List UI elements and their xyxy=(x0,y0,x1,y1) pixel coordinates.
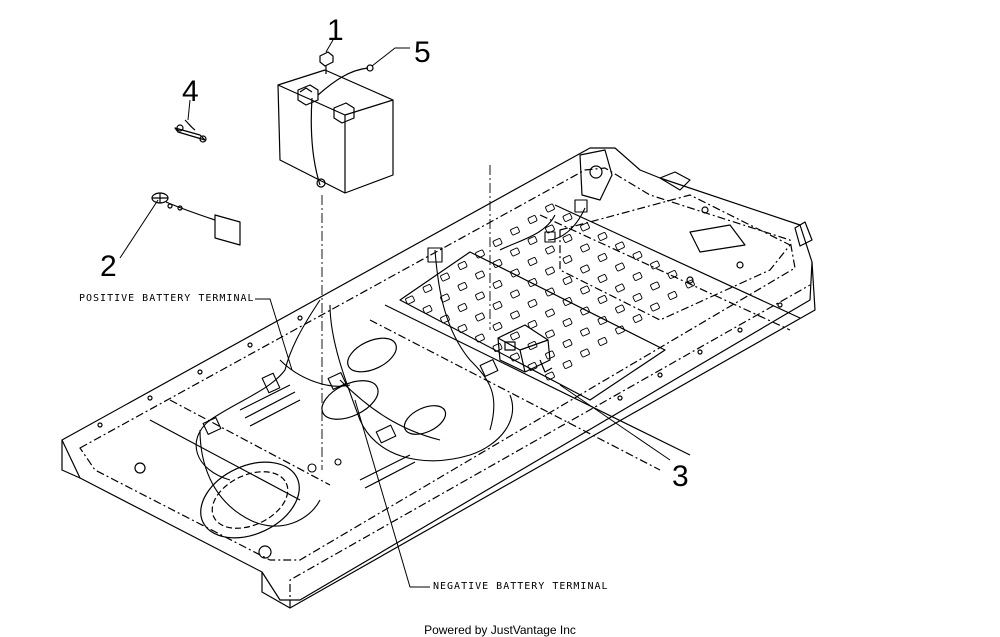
floor-perforation xyxy=(632,293,643,302)
floor-perforation xyxy=(510,226,520,236)
floor-perforation xyxy=(440,293,450,303)
floor-perforation xyxy=(545,266,555,276)
floor-perforation xyxy=(580,327,590,337)
relay-module xyxy=(497,324,553,373)
floor-perforation xyxy=(457,303,468,312)
floor-perforation xyxy=(475,249,485,259)
floor-perforation xyxy=(580,306,590,316)
floor-perforation xyxy=(650,260,660,270)
callout-3: 3 xyxy=(672,460,689,493)
floor-perforation xyxy=(632,314,643,323)
floor-perforation xyxy=(615,262,625,272)
floor-perforation xyxy=(475,270,485,280)
floor-perforation xyxy=(562,234,573,243)
callout-5: 5 xyxy=(414,36,431,69)
floor-perforation xyxy=(422,305,433,314)
floor-perforation xyxy=(562,360,573,369)
floor-perforation xyxy=(457,282,468,291)
floor-perforation xyxy=(615,325,625,335)
floor-perforation xyxy=(440,314,450,324)
floor-perforation xyxy=(457,324,468,333)
chassis-frame xyxy=(61,147,816,609)
wiring-harness xyxy=(195,199,588,527)
ignition-switch xyxy=(151,192,241,246)
floor-perforation xyxy=(562,255,573,264)
negative-terminal-label: NEGATIVE BATTERY TERMINAL xyxy=(433,581,609,592)
floor-perforation xyxy=(510,352,520,362)
floor-perforation xyxy=(562,318,573,327)
floor-perforation xyxy=(475,291,485,301)
floor-perforation xyxy=(492,301,503,310)
battery xyxy=(277,64,394,194)
floor-perforation xyxy=(650,302,660,312)
floor-perforation xyxy=(527,278,538,287)
floor-perforation xyxy=(562,297,573,306)
floor-perforation xyxy=(440,272,450,282)
positive-terminal-label: POSITIVE BATTERY TERMINAL xyxy=(79,293,255,304)
floor-perforation xyxy=(527,236,538,245)
floor-perforation xyxy=(580,348,590,358)
floor-perforation xyxy=(667,270,678,279)
floor-perforation xyxy=(580,222,590,232)
leader-lines xyxy=(119,39,671,588)
floor-perforation xyxy=(492,343,503,352)
floor-perforation xyxy=(667,291,678,300)
floor-perforation xyxy=(597,316,608,325)
floor-perforation xyxy=(545,308,555,318)
floor-perforation xyxy=(475,333,485,343)
floor-perforation xyxy=(562,276,573,285)
floor-perforation xyxy=(597,253,608,262)
floor-perforation xyxy=(597,337,608,346)
callout-1: 1 xyxy=(327,14,344,47)
floor-perforation xyxy=(597,232,608,241)
floor-perforation xyxy=(545,371,555,381)
floor-perforation xyxy=(492,259,503,268)
callout-4: 4 xyxy=(182,75,199,108)
floor-perforation xyxy=(492,238,503,247)
floor-perforation xyxy=(527,257,538,266)
floor-perforation xyxy=(510,310,520,320)
floor-perforation xyxy=(545,203,555,213)
floor-perforation xyxy=(562,213,573,222)
floor-perforation xyxy=(527,320,538,329)
floor-perforation xyxy=(510,247,520,257)
footer-text: Powered by JustVantage Inc xyxy=(424,623,576,637)
floor-perforation xyxy=(632,272,643,281)
floor-perforation xyxy=(510,289,520,299)
callout-2: 2 xyxy=(100,250,117,283)
floor-perforation xyxy=(492,280,503,289)
floor-perforation xyxy=(615,241,625,251)
floor-perforation xyxy=(510,268,520,278)
perforated-floor-plate xyxy=(399,203,695,401)
floor-perforation xyxy=(492,322,503,331)
floor-perforation xyxy=(527,362,538,371)
floor-perforation xyxy=(510,331,520,341)
bolt xyxy=(319,51,334,74)
floor-perforation xyxy=(632,251,643,260)
floor-perforation xyxy=(562,339,573,348)
floor-perforation xyxy=(545,287,555,297)
floor-perforation xyxy=(580,285,590,295)
floor-perforation xyxy=(457,261,468,270)
floor-perforation xyxy=(580,243,590,253)
floor-perforation xyxy=(597,295,608,304)
floor-perforation xyxy=(615,304,625,314)
floor-perforation xyxy=(475,312,485,322)
floor-perforation xyxy=(580,264,590,274)
floor-perforation xyxy=(527,299,538,308)
floor-perforation xyxy=(527,215,538,224)
floor-perforation xyxy=(405,295,415,305)
floor-perforation xyxy=(650,281,660,291)
ground-strap xyxy=(174,119,207,143)
floor-perforation xyxy=(545,329,555,339)
floor-perforation xyxy=(685,279,695,289)
center-lines xyxy=(321,165,491,470)
floor-perforation xyxy=(545,245,555,255)
floor-perforation xyxy=(597,274,608,283)
floor-perforation xyxy=(615,283,625,293)
floor-perforation xyxy=(422,284,433,293)
